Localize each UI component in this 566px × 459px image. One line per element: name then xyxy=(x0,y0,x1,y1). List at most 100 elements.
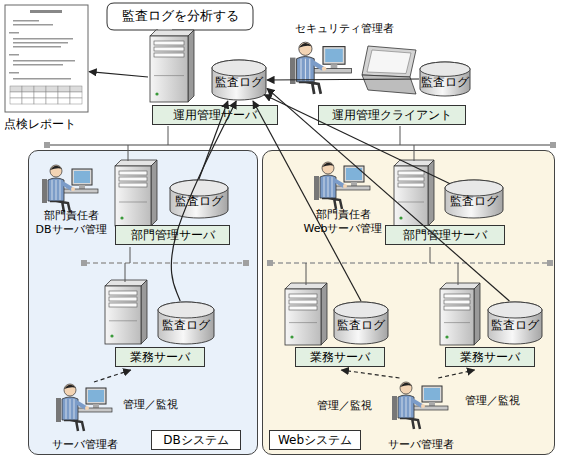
drawing-part xyxy=(56,398,61,422)
drawing-part xyxy=(46,98,58,104)
drawing-part xyxy=(445,180,503,218)
drawing-part xyxy=(42,165,98,212)
drawing-part xyxy=(110,334,113,337)
network-end xyxy=(550,142,556,148)
drawing-part xyxy=(285,289,321,345)
drawing-part xyxy=(66,399,67,419)
drawing-part xyxy=(322,198,342,209)
drawing-part xyxy=(290,58,296,84)
edge-label: 管理／監視 xyxy=(317,398,372,413)
drawing-part xyxy=(119,171,147,175)
drawing-part xyxy=(440,289,474,345)
node-label: 部門責任者 Webサーバ管理 xyxy=(296,208,390,236)
network-drop xyxy=(128,145,129,161)
drawing-part xyxy=(13,78,71,80)
drawing-part xyxy=(488,302,542,318)
drawing-part xyxy=(362,75,416,94)
drawing-part xyxy=(109,297,137,301)
server-group: 監査ログ運用管理クライアント xyxy=(316,40,476,126)
drawing-part xyxy=(440,283,480,289)
drawing-part xyxy=(323,47,345,65)
drawing-part xyxy=(154,75,184,76)
drawing-part xyxy=(297,57,315,82)
drawing-part xyxy=(429,402,435,406)
drawing-part xyxy=(60,189,98,193)
drawing-part xyxy=(85,406,89,410)
drawing-part xyxy=(322,163,334,167)
edge-label: 管理／監視 xyxy=(465,393,520,408)
edge-label: 管理／監視 xyxy=(123,397,178,412)
drawing-part xyxy=(74,171,90,183)
drawing-part xyxy=(62,183,72,189)
drawing-part xyxy=(115,166,151,226)
drawing-part xyxy=(310,69,352,73)
drawing-part xyxy=(289,322,317,323)
monitor-arrow xyxy=(438,370,474,378)
drawing-part xyxy=(71,187,75,191)
node-label: 業務サーバ xyxy=(115,347,205,367)
drawing-part xyxy=(428,160,434,226)
node-label: 監査ログ xyxy=(444,194,504,208)
monitor-arrow xyxy=(94,370,131,382)
drawing-part xyxy=(289,306,317,310)
node-label: サーバ管理者 xyxy=(378,438,464,452)
drawing-part xyxy=(402,397,403,417)
person-figure: 部門責任者 Webサーバ管理 xyxy=(296,160,390,240)
segment-end xyxy=(547,260,553,266)
drawing-part xyxy=(13,46,61,48)
drawing-part xyxy=(444,322,470,323)
drawing-part xyxy=(48,178,64,201)
drawing-part xyxy=(150,30,194,36)
node-label: 業務サーバ xyxy=(445,347,535,367)
drawing-part xyxy=(22,92,34,98)
drawing-part xyxy=(351,182,357,186)
drawing-part xyxy=(64,420,84,431)
drawing-part xyxy=(398,395,414,418)
drawing-part xyxy=(488,302,542,344)
drawing-part xyxy=(13,64,63,66)
network-drop xyxy=(130,247,131,263)
drawing-part xyxy=(412,400,422,406)
drawing-part xyxy=(119,202,147,203)
audit-log-disk: 監査ログ xyxy=(211,59,267,101)
person-figure: サーバ管理者 xyxy=(40,382,130,455)
monitor-arrow xyxy=(341,370,399,378)
drawing-part xyxy=(444,300,470,304)
person-figure: 部門責任者 DBサーバ管理 xyxy=(30,163,112,241)
drawing-part xyxy=(320,175,336,198)
drawing-part xyxy=(398,171,424,175)
drawing-part xyxy=(34,92,46,98)
drawing-part xyxy=(52,180,53,200)
node-label: 点検レポート xyxy=(2,116,78,132)
drawing-part xyxy=(312,62,323,69)
node-label: 監査ログ xyxy=(211,75,267,89)
drawing-part xyxy=(398,202,424,203)
log-arrow xyxy=(264,95,450,184)
log-arrow xyxy=(89,72,148,77)
server-group: 監査ログ業務サーバ xyxy=(102,276,217,370)
drawing-part xyxy=(346,168,362,180)
drawing-part xyxy=(107,3,253,39)
drawing-part xyxy=(398,183,424,187)
node-label: 監査ログ xyxy=(487,318,543,332)
drawing-part xyxy=(158,302,214,344)
node-label: 監査ログ xyxy=(333,318,389,332)
drawing-part xyxy=(76,402,86,408)
drawing-part xyxy=(155,92,158,95)
drawing-part xyxy=(22,98,34,104)
drawing-part xyxy=(399,216,402,219)
audit-log-disk: 監査ログ xyxy=(169,179,229,219)
drawing-part xyxy=(158,302,214,318)
drawing-part xyxy=(314,162,370,209)
drawing-part xyxy=(34,86,46,92)
drawing-part xyxy=(120,216,123,219)
network-drop xyxy=(306,263,307,285)
drawing-part xyxy=(88,390,104,402)
drawing-part xyxy=(322,162,334,174)
node-label: セキュリティ管理者 xyxy=(286,22,402,36)
drawing-part xyxy=(290,335,293,338)
drawing-part xyxy=(74,408,112,412)
